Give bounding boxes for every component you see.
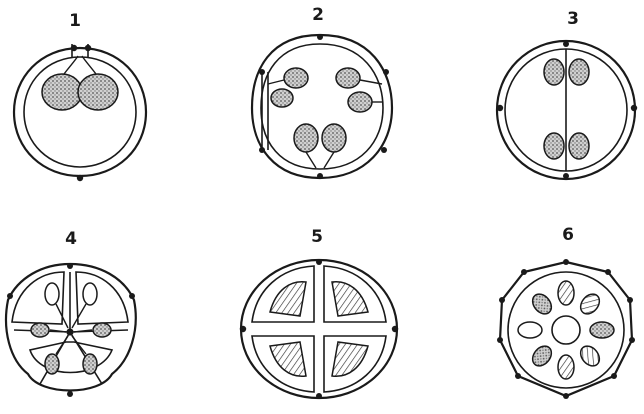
panel-3: 3 <box>497 9 637 179</box>
panel-5-label: 5 <box>311 227 323 247</box>
panel-2: 2 <box>252 5 392 179</box>
panel-2-label: 2 <box>312 5 324 25</box>
panel-1-ovary <box>14 44 146 181</box>
panel-4-ovules <box>31 283 111 374</box>
panel-6-label: 6 <box>562 225 574 245</box>
panel-3-ovary <box>497 41 637 179</box>
panel-1-label: 1 <box>69 11 81 31</box>
panel-4-ovary <box>6 263 136 397</box>
panel-6: 6 <box>497 225 635 399</box>
panel-5-ovary <box>240 259 398 399</box>
panel-1: 1 <box>14 11 146 181</box>
panel-3-label: 3 <box>567 9 579 29</box>
panel-5-seeds <box>270 282 368 377</box>
panel-6-ovules <box>518 281 614 379</box>
panel-4-label: 4 <box>65 229 77 249</box>
panel-4: 4 <box>6 229 136 397</box>
panel-5: 5 <box>240 227 398 399</box>
panel-1-ovules <box>42 56 118 110</box>
